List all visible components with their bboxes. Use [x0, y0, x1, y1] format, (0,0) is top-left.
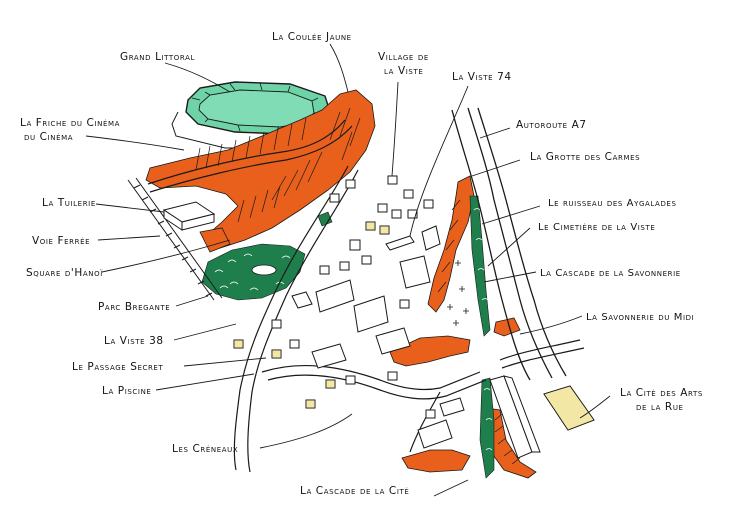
square-hanoi-green [317, 211, 333, 227]
creneaux-buildings [417, 397, 465, 449]
label-cite-arts-2: de la Rue [636, 401, 684, 413]
tuilerie-building [162, 201, 216, 231]
label-cite-arts-1: La Cité des Arts [620, 387, 703, 399]
road-top [147, 119, 346, 185]
label-friche-2: du Cinéma [24, 131, 73, 143]
label-viste-38: La Viste 38 [104, 335, 164, 347]
viste-38-blocks [291, 279, 389, 333]
hatching [195, 107, 521, 465]
yellow-tints [233, 221, 595, 431]
green-zones [201, 195, 495, 479]
label-village-viste-2: la Viste [384, 65, 423, 77]
cascade-savonnerie-orange [493, 317, 521, 337]
label-grand-littoral: Grand Littoral [120, 51, 195, 63]
ruisseau-vegetation [469, 195, 491, 337]
leader-lines [85, 43, 611, 497]
road-lower [261, 365, 481, 391]
label-grotte: La Grotte des Carmes [530, 151, 640, 163]
savonnerie-midi [375, 255, 431, 355]
label-cascade-cite: La Cascade de la Cité [300, 485, 409, 497]
label-creneaux: Les Créneaux [172, 443, 238, 455]
label-voie-ferree: Voie Ferrée [32, 235, 90, 247]
road-center [233, 165, 349, 471]
label-parc: Parc Bregante [98, 301, 170, 313]
creneaux-orange [401, 449, 471, 473]
label-viste-74: La Viste 74 [452, 71, 512, 83]
coulee-jaune-area [145, 89, 376, 249]
label-ruisseau: Le ruisseau des Aygalades [548, 198, 677, 209]
parc-pond [251, 264, 277, 276]
savonnerie-area [389, 335, 471, 367]
label-coulee-jaune: La Coulée Jaune [272, 31, 352, 43]
label-cascade-savonnerie: La Cascade de la Savonnerie [540, 268, 681, 279]
label-tuilerie: La Tuilerie [42, 197, 96, 209]
cascade-cite-vegetation [479, 377, 495, 479]
tuilerie-orange [199, 227, 231, 253]
autoroute-a7 [451, 107, 567, 381]
label-passage: Le Passage Secret [72, 361, 163, 373]
label-cimetiere: Le Cimetière de la Viste [538, 222, 655, 233]
label-piscine: La Piscine [102, 385, 151, 397]
labels: Grand Littoral La Coulée Jaune Village d… [20, 31, 703, 497]
label-village-viste-1: Village de [378, 51, 429, 63]
grand-littoral-stadium [171, 81, 336, 149]
label-autoroute: Autoroute A7 [516, 119, 587, 131]
label-savonnerie-midi: La Savonnerie du Midi [586, 312, 694, 323]
label-friche-1: La Friche du Cinéma [20, 117, 120, 129]
viste-74-bars [385, 225, 441, 251]
cemetery-crosses [447, 260, 469, 326]
label-square-hanoi: Square d'Hanoï [26, 267, 103, 279]
railway [127, 177, 223, 301]
piscine-building [311, 343, 347, 369]
